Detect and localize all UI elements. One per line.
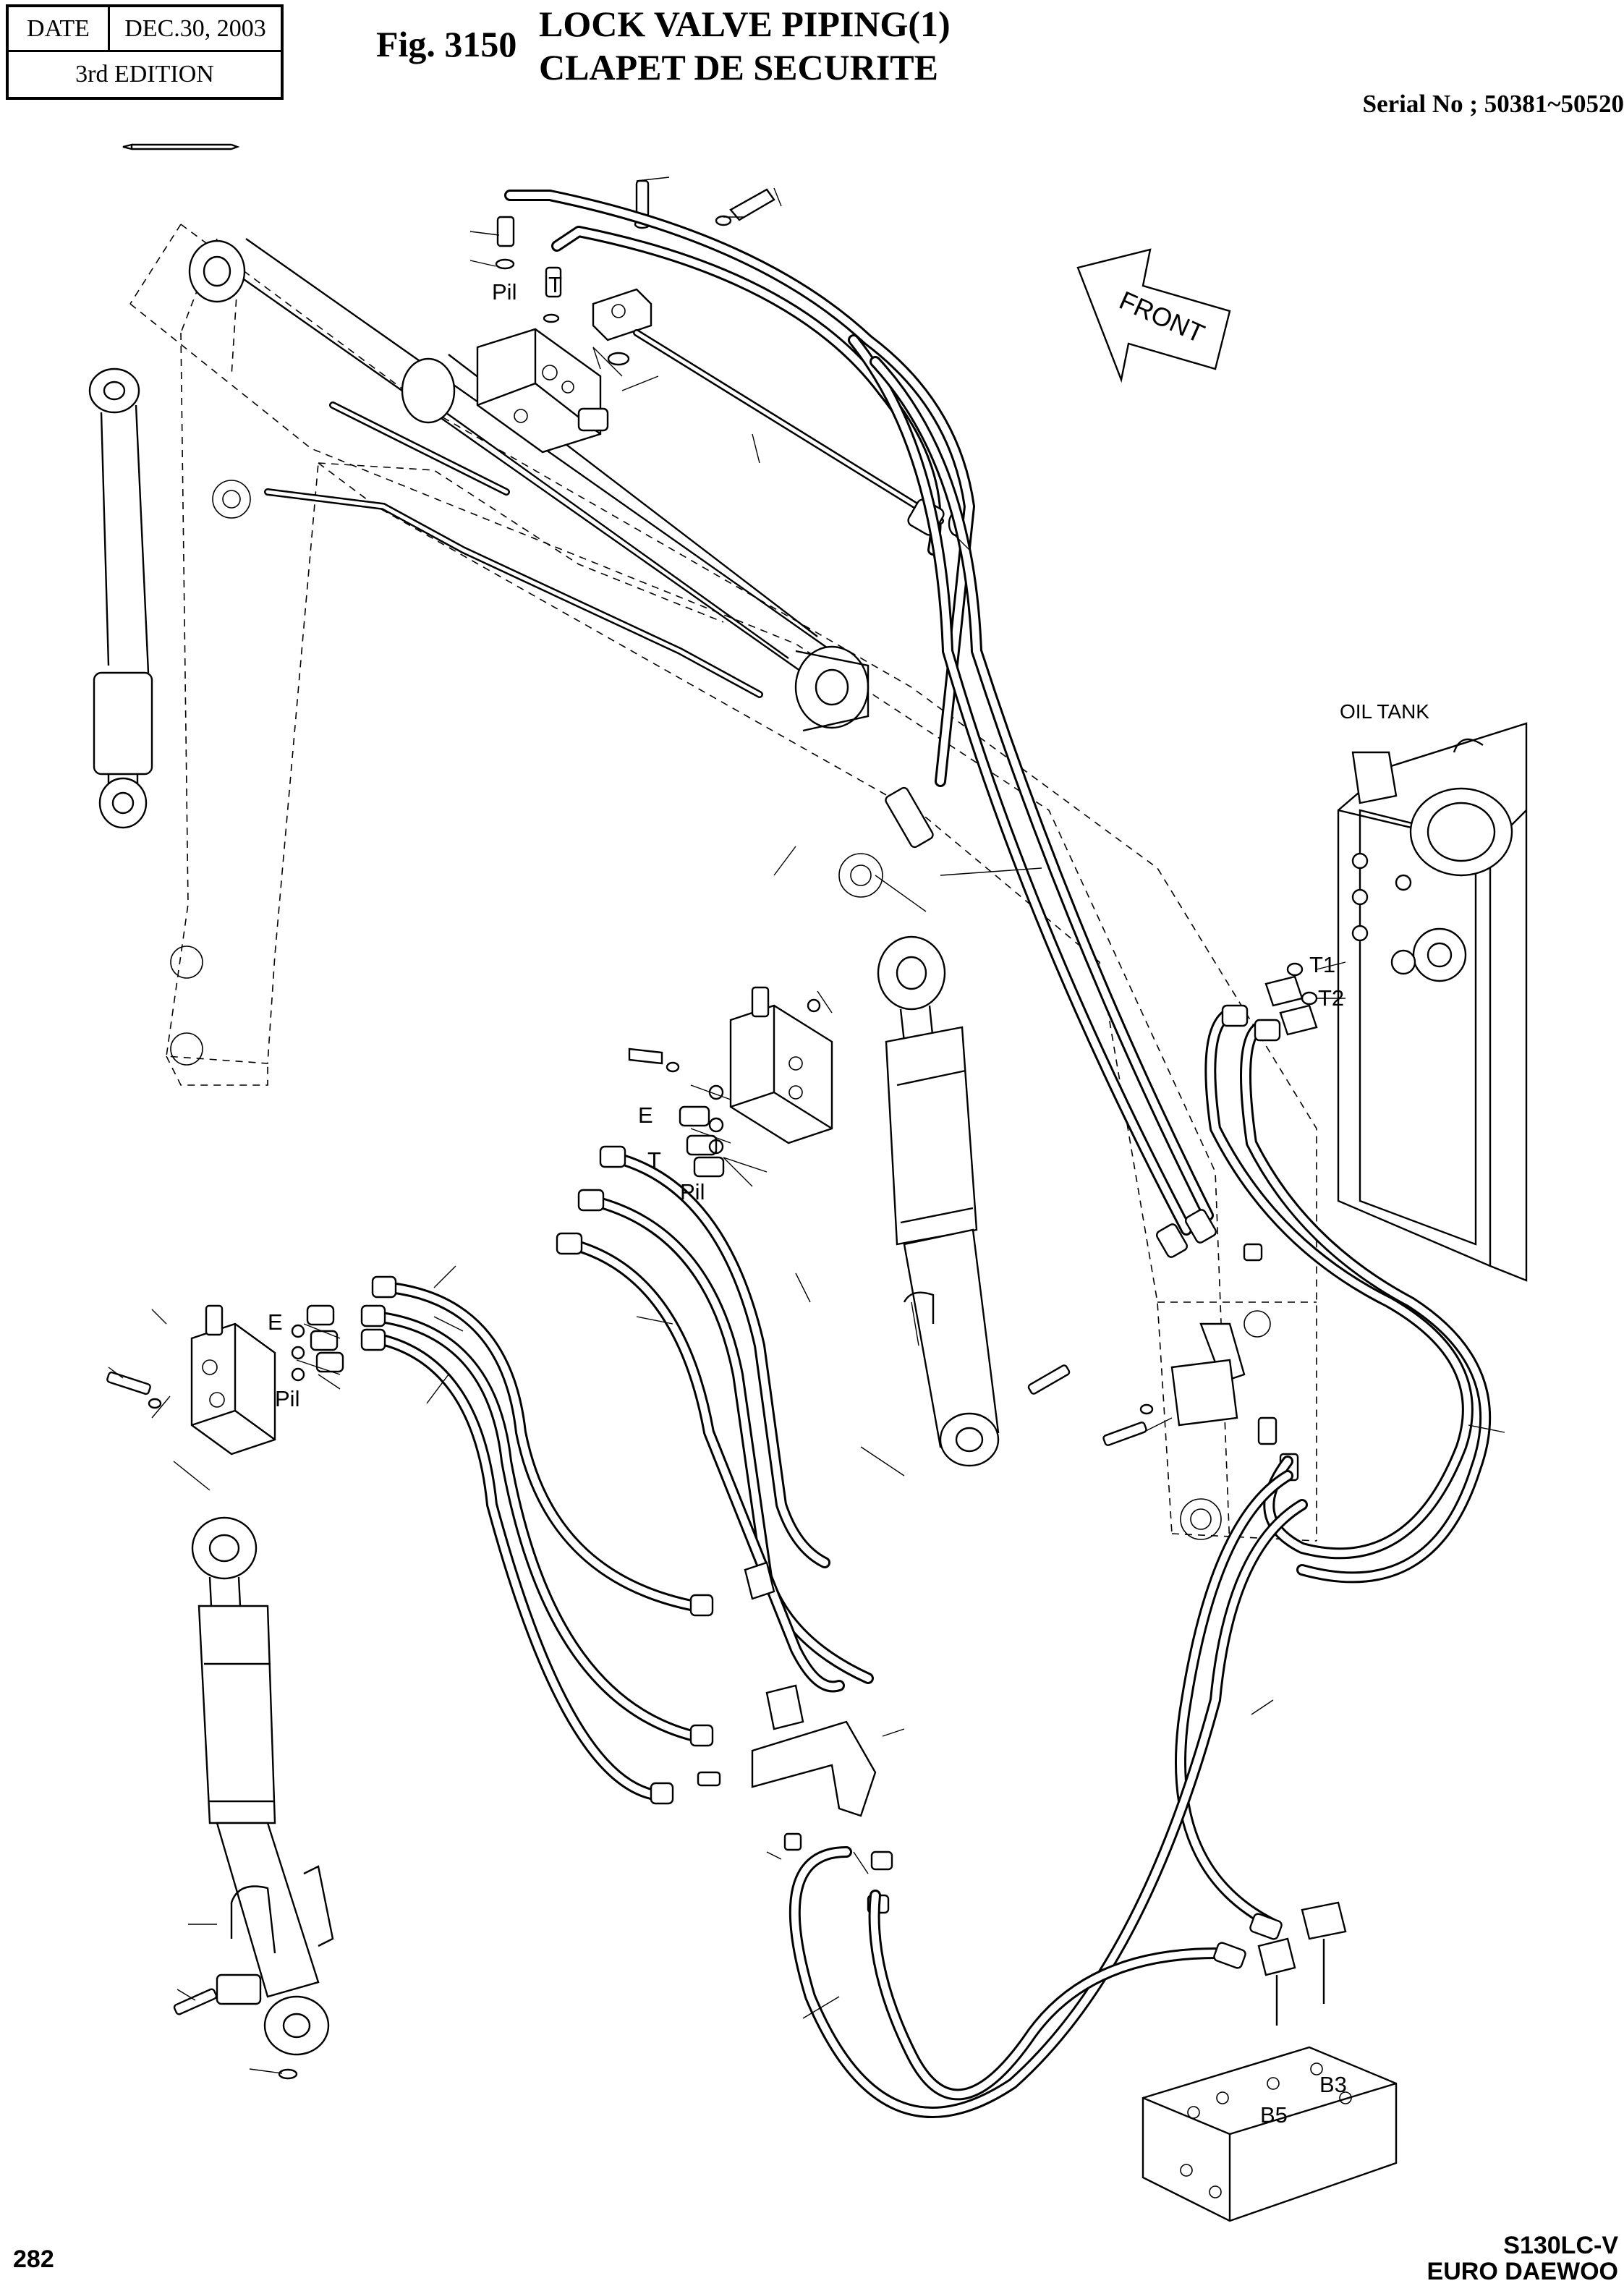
front-direction-arrow	[1076, 248, 1231, 383]
date-value: DEC.30, 2003	[124, 14, 266, 42]
left-cylinder	[173, 1516, 334, 2080]
control-valve-hoses	[788, 1470, 1308, 2118]
label-t2: T2	[1318, 985, 1345, 1011]
center-valve-hoses	[556, 1145, 874, 1693]
oil-tank	[1337, 722, 1528, 1282]
left-arm-cylinder	[88, 367, 153, 829]
model-line-1: S130LC-V	[1503, 2232, 1618, 2259]
tank-return-hoses	[1204, 962, 1492, 1584]
title-french: CLAPET DE SECURITE	[539, 47, 939, 88]
boom-long-hoses	[848, 334, 1217, 1258]
right-lower-fittings	[1027, 1243, 1299, 1482]
lock-valve-top	[476, 288, 652, 454]
center-cylinder	[877, 935, 1000, 1467]
label-t-center: T	[647, 1147, 661, 1173]
lock-valve-left	[106, 1304, 344, 1456]
label-b3: B3	[1319, 2072, 1347, 2097]
pointer-mark	[122, 143, 240, 150]
boom-frame	[129, 224, 1317, 1549]
arm-steel-line	[264, 401, 934, 849]
label-pil-center: Pil	[680, 1179, 705, 1204]
label-t1: T1	[1309, 952, 1336, 977]
label-b5: B5	[1260, 2102, 1288, 2128]
left-valve-hoses	[360, 1275, 721, 1805]
page-number: 282	[13, 2245, 54, 2273]
label-e-center: E	[638, 1102, 653, 1128]
model-line-2: EURO DAEWOO	[1427, 2258, 1618, 2285]
date-label: DATE	[9, 7, 110, 50]
boom-cylinder-top	[188, 238, 870, 732]
label-t-top: T	[548, 272, 562, 297]
title-english: LOCK VALVE PIPING(1)	[539, 4, 951, 44]
label-pil-top: Pil	[492, 279, 517, 305]
leader-lines	[108, 177, 1505, 2074]
edition-row: 3rd EDITION	[9, 52, 281, 97]
date-row: DATE DEC.30, 2003	[9, 7, 281, 52]
serial-number-range: Serial No ; 50381~50520	[1362, 90, 1624, 118]
top-hoses	[504, 190, 975, 787]
figure-number: Fig. 3150	[376, 24, 517, 64]
label-pil-left: Pil	[275, 1386, 300, 1411]
model-name: S130LC-V EURO DAEWOO	[1427, 2232, 1618, 2285]
edition-label: 3rd EDITION	[75, 61, 214, 88]
date-edition-box: DATE DEC.30, 2003 3rd EDITION	[6, 4, 284, 100]
lock-valve-center	[628, 986, 833, 1178]
label-oil-tank: OIL TANK	[1340, 700, 1429, 723]
control-valve-block	[1142, 1901, 1398, 2222]
label-e-left: E	[268, 1309, 283, 1335]
